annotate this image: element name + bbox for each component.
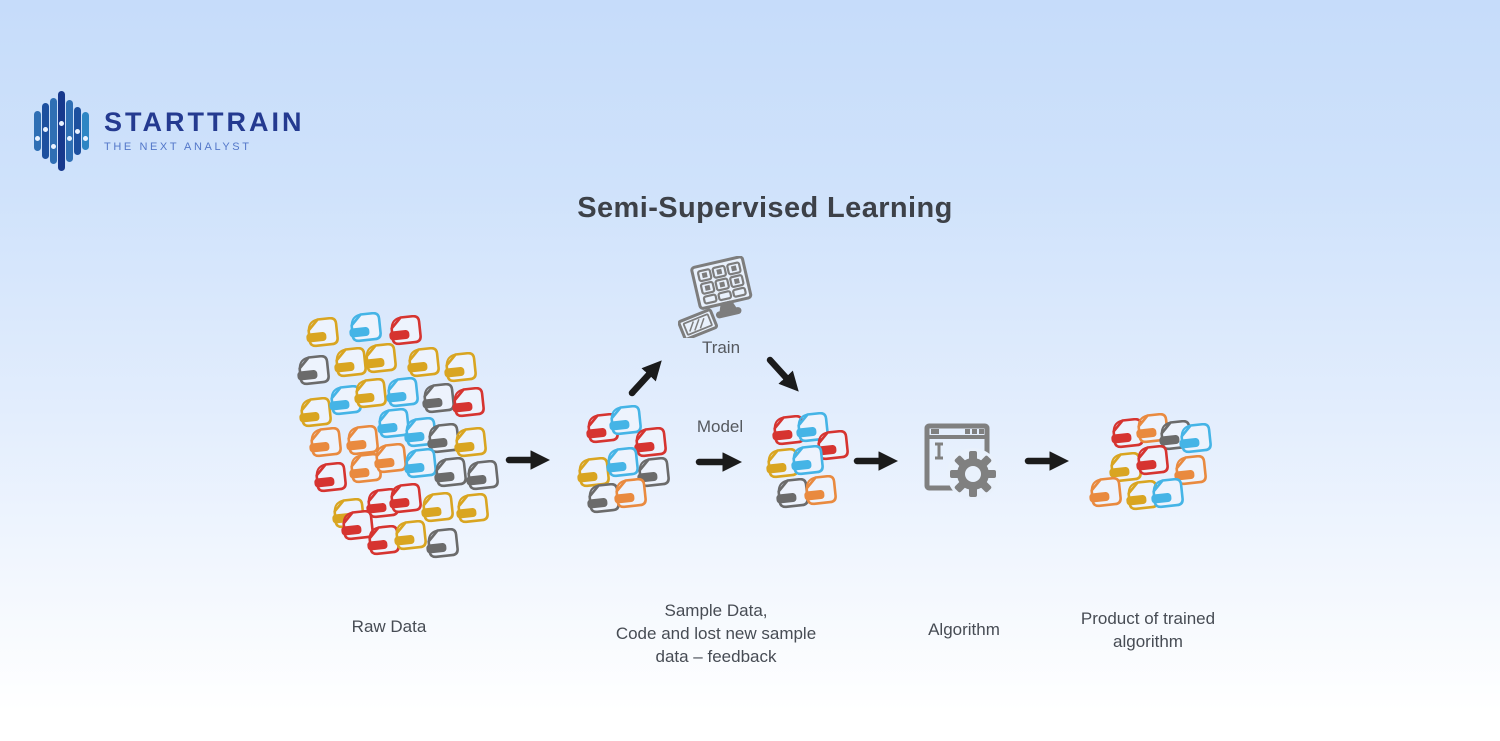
logo-bar-dot [75,129,80,135]
sample-data-cluster [576,405,688,520]
file-icon-red [388,483,424,515]
caption-raw-data: Raw Data [351,617,427,636]
logo-bar-dot [43,126,48,132]
file-icon-yellow [765,448,801,480]
window-gear-icon [920,418,1012,515]
model-label: Model [696,417,744,436]
file-icon-blue [348,312,384,344]
computer-monitor-grid-icon [677,255,762,343]
caption-product: Product of trained algorithm [1080,609,1216,651]
file-icon-yellow [443,352,479,384]
logo-bar [34,111,41,151]
logo-bar-dot [59,121,64,127]
logo-bar-dot [35,135,40,141]
file-icon-yellow [353,378,389,410]
file-icon-red [365,488,401,520]
caption-algorithm: Algorithm [928,620,1000,639]
train-label: Train [701,338,741,357]
file-icon-red [815,430,851,462]
file-icon-red [388,315,424,347]
logo: STARTTRAIN THE NEXT ANALYST [34,88,304,174]
file-icon-blue [608,405,644,437]
file-icon-blue [605,447,641,479]
file-icon-orange [1173,455,1209,487]
file-icon-gray [433,457,469,489]
file-icon-red [451,387,487,419]
file-icon-red [771,415,807,447]
equalizer-bars-icon [34,88,90,174]
file-icon-red [1135,445,1171,477]
file-icon-blue [403,417,439,449]
file-icon-yellow [333,347,369,379]
file-icon-orange [345,425,381,457]
file-icon-blue [790,445,826,477]
file-icon-red [585,413,621,445]
file-icon-red [633,427,669,459]
file-icon-gray [421,383,457,415]
file-icon-orange [1088,477,1124,509]
file-icon-blue [376,408,412,440]
file-icon-yellow [363,343,399,375]
caption-sample-data: Sample Data, Code and lost new sample da… [615,601,817,666]
file-icon-orange [613,478,649,510]
logo-bar [50,98,57,164]
file-icon-gray [636,457,672,489]
file-icon-blue [1150,478,1186,510]
file-icon-yellow [420,492,456,524]
file-icon-blue [328,385,364,417]
page-title: Semi-Supervised Learning [577,192,953,224]
file-icon-yellow [455,493,491,525]
arrow-sample-to-train [628,360,662,397]
file-icon-yellow [298,397,334,429]
file-icon-red [313,462,349,494]
logo-bar [82,112,89,150]
brand-name: STARTTRAIN [104,107,305,137]
logo-bar [66,100,73,162]
file-icon-yellow [576,457,612,489]
logo-bar-dot [51,144,56,150]
file-icon-gray [425,528,461,560]
file-icon-gray [586,483,622,515]
logo-text: STARTTRAIN THE NEXT ANALYST [104,107,305,154]
brand-tagline: THE NEXT ANALYST [104,141,252,153]
arrow-train-to-output [766,356,799,392]
file-icon-orange [373,443,409,475]
file-icon-blue [385,377,421,409]
file-icon-red [366,525,402,557]
file-icon-gray [296,355,332,387]
product-cluster [1085,410,1225,520]
file-icon-orange [308,427,344,459]
file-icon-yellow [393,520,429,552]
file-icon-orange [1135,413,1171,445]
file-icon-yellow [406,347,442,379]
file-icon-blue [1178,423,1214,455]
raw-data-cluster [295,300,510,565]
file-icon-orange [803,475,839,507]
file-icon-red [1110,418,1146,450]
file-icon-gray [465,460,501,492]
file-icon-yellow [305,317,341,349]
logo-bar [58,91,65,171]
logo-bar-dot [83,136,88,142]
file-icon-yellow [453,427,489,459]
file-icon-blue [403,448,439,480]
file-icon-gray [775,478,811,510]
model-output-cluster [765,407,865,517]
logo-bar-dot [67,135,72,141]
